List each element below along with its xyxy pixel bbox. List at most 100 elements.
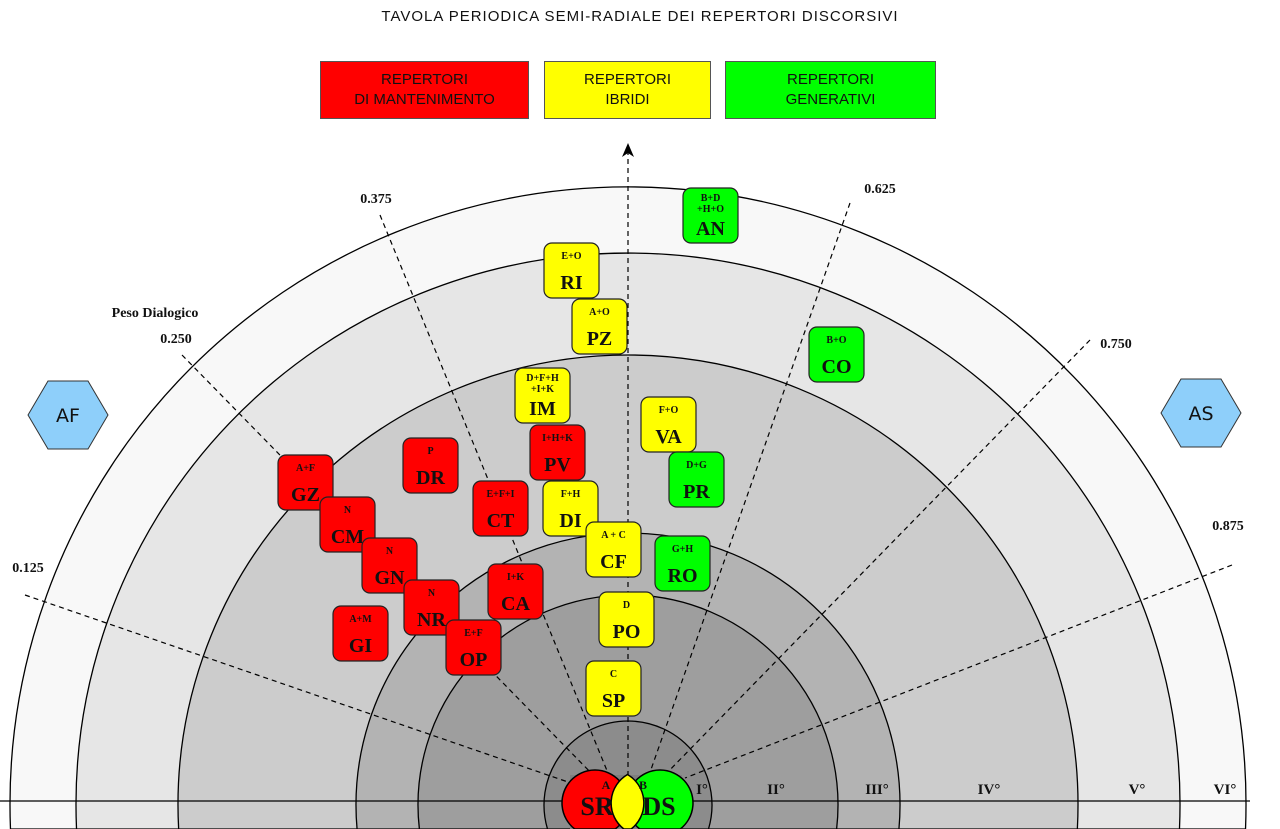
tile-formula: E+F	[464, 628, 482, 639]
repertoire-tile-an: B+D+H+OAN	[682, 187, 739, 244]
tile-formula: F+H	[561, 489, 581, 500]
weight-line	[647, 202, 851, 779]
tile-formula: F+O	[659, 405, 679, 416]
tile-formula: D+F+H	[526, 373, 559, 384]
tile-code: CT	[487, 510, 515, 532]
tile-background	[332, 605, 389, 662]
tile-code: RO	[668, 565, 698, 587]
tile-background	[472, 480, 529, 537]
repertoire-tile-sp: CSP	[585, 660, 642, 717]
weight-line	[379, 214, 611, 779]
tile-background	[543, 242, 600, 299]
weight-line	[659, 339, 1091, 781]
tile-formula: A+O	[589, 307, 610, 318]
repertoire-tile-cm: N CM	[319, 496, 376, 553]
tile-formula: N	[344, 505, 352, 516]
repertoire-tile-nr: NNR	[403, 579, 460, 636]
legend-label: REPERTORI	[787, 71, 874, 88]
pole-af: AF	[27, 380, 109, 450]
core-sub-label: A	[602, 778, 611, 792]
tile-code: DR	[416, 467, 445, 489]
tile-code: PR	[683, 481, 710, 503]
tile-background	[403, 579, 460, 636]
weight-label-0.875: 0.875	[1212, 519, 1244, 534]
tile-formula: +I+K	[531, 384, 554, 395]
tile-formula: G+H	[672, 544, 693, 555]
repertoire-tile-ct: E+F+ICT	[472, 480, 529, 537]
tile-background	[808, 326, 865, 383]
tile-code: GI	[349, 635, 373, 657]
tile-formula: +H+O	[697, 204, 724, 215]
tile-background	[529, 424, 586, 481]
tile-formula: D+G	[686, 460, 707, 471]
legend-label: REPERTORI	[381, 71, 468, 88]
tile-background	[445, 619, 502, 676]
tile-code: GZ	[291, 484, 320, 506]
degree-label: VI°	[1214, 782, 1237, 798]
core-sub-label: B	[639, 778, 647, 792]
degree-label: II°	[767, 782, 785, 798]
tile-background	[542, 480, 599, 537]
tile-formula: C	[610, 669, 617, 680]
tile-background	[585, 660, 642, 717]
pole-label: AS	[1188, 403, 1213, 425]
weight-line	[24, 594, 569, 783]
repertoire-tile-di: F+HDI	[542, 480, 599, 537]
tile-code: IM	[529, 398, 556, 420]
weight-line	[684, 564, 1233, 779]
tile-background	[361, 537, 418, 594]
legend-label: IBRIDI	[605, 91, 650, 108]
repertoire-tile-po: DPO	[598, 591, 655, 648]
legend-generative: REPERTORI GENERATIVI	[725, 61, 936, 119]
tile-formula: N	[386, 546, 394, 557]
core-label-ds: DS	[642, 792, 675, 821]
tile-background	[277, 454, 334, 511]
repertoire-tile-gz: A+FGZ	[277, 454, 334, 511]
tile-background	[402, 437, 459, 494]
degree-label: I°	[696, 782, 708, 798]
pole-label: AF	[56, 405, 80, 427]
repertoire-tile-ca: I+K CA	[487, 563, 544, 620]
tile-background	[668, 451, 725, 508]
tile-code: CA	[501, 593, 530, 615]
repertoire-tile-cf: A + C CF	[585, 521, 642, 578]
tile-background	[319, 496, 376, 553]
tile-code: OP	[460, 649, 488, 671]
tile-background	[571, 298, 628, 355]
repertoire-tile-op: E+F OP	[445, 619, 502, 676]
pole-as: AS	[1160, 378, 1242, 448]
tile-formula: A+M	[349, 614, 372, 625]
tile-code: CM	[331, 526, 364, 548]
tile-formula: A + C	[601, 530, 626, 541]
hexagon-shape	[27, 380, 109, 450]
tile-background	[585, 521, 642, 578]
tile-formula: B+O	[826, 335, 846, 346]
legend-label: REPERTORI	[584, 71, 671, 88]
tile-code: GN	[375, 567, 406, 589]
legend-hybrid: REPERTORI IBRIDI	[544, 61, 711, 119]
legend-maintenance: REPERTORI DI MANTENIMENTO	[320, 61, 529, 119]
tile-formula: I+K	[507, 572, 525, 583]
repertoire-tile-ri: E+ORI	[543, 242, 600, 299]
tile-background	[682, 187, 739, 244]
tile-code: PZ	[587, 328, 613, 350]
tile-formula: P	[427, 446, 433, 457]
axis-title: Peso Dialogico	[112, 306, 199, 321]
tile-formula: I+H+K	[542, 433, 573, 444]
weight-label-0.125: 0.125	[12, 561, 44, 576]
repertoire-tile-pz: A+O PZ	[571, 298, 628, 355]
arrow-up-icon	[622, 143, 634, 157]
tile-code: CF	[600, 551, 627, 573]
weight-label-0.250: 0.250	[160, 332, 192, 347]
tile-code: CO	[822, 356, 852, 378]
tile-formula: E+O	[561, 251, 581, 262]
tile-background	[640, 396, 697, 453]
repertoire-tile-im: D+F+H+I+K IM	[514, 367, 571, 424]
repertoire-tile-dr: P DR	[402, 437, 459, 494]
diagram-title: TAVOLA PERIODICA SEMI-RADIALE DEI REPERT…	[381, 8, 899, 25]
tile-code: PO	[613, 621, 641, 643]
hexagon-shape	[1160, 378, 1242, 448]
